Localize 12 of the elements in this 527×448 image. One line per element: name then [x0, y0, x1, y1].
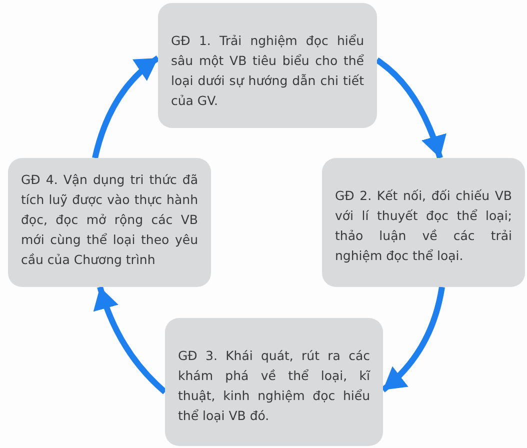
curved-arrow — [375, 58, 446, 159]
stage-box — [8, 158, 211, 287]
stage-text: GĐ 3. Khái quát, rút ra các khám phá về thể loại, kĩ thuật, kinh nghiệm đọc hiểu thể loại VB đó. — [178, 347, 370, 425]
curved-arrow — [381, 286, 445, 392]
stage-box — [322, 158, 525, 287]
stage-text: GĐ 4. Vận dụng tri thức đã tích luỹ được vào thực hành đọc, đọc mở rộng các VB mới cùng thể loại theo yêu cầu của Chương trình — [21, 171, 198, 269]
curved-arrow — [94, 286, 167, 394]
stage-box — [165, 318, 383, 446]
stage-text: GĐ 2. Kết nối, đối chiếu VB với lí thuyết đọc thể loại; thảo luận về các trải nghiệm đọc thể loại. — [335, 187, 512, 265]
stage-box — [158, 3, 377, 128]
stage-text: GĐ 1. Trải nghiệm đọc hiểu sâu một VB tiêu biểu cho thể loại dưới sự hướng dẫn chi tiết của GV. — [171, 32, 364, 110]
curved-arrow — [92, 56, 160, 159]
